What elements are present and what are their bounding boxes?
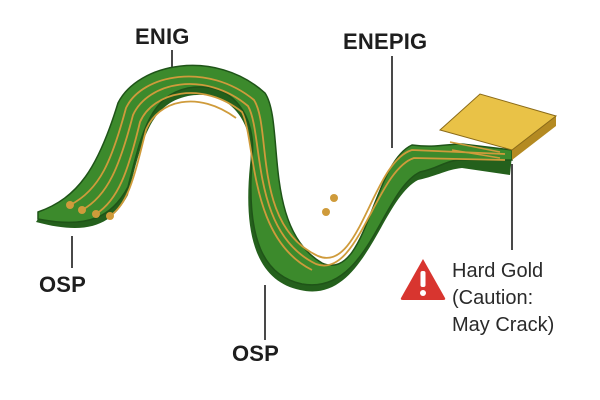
hard-gold-line-3: May Crack) (452, 314, 555, 336)
label-osp-bottom: OSP (232, 341, 280, 366)
flex-board (36, 64, 513, 292)
label-enig: ENIG (135, 24, 190, 49)
pad-1 (66, 201, 74, 209)
hard-gold-plate (438, 93, 558, 160)
warning-triangle-icon (400, 259, 446, 300)
trace-2 (81, 83, 506, 267)
pad-4 (106, 212, 114, 220)
hard-gold-side (512, 116, 556, 160)
pad-5 (322, 208, 330, 216)
trace-1 (69, 75, 506, 259)
pad-3 (92, 210, 100, 218)
board-face (37, 64, 513, 286)
gold-finger-trace-2 (451, 149, 501, 159)
gold-finger-trace-1 (449, 141, 501, 153)
trace-4 (109, 100, 237, 217)
pad-6 (330, 194, 338, 202)
hard-gold-line-1: Hard Gold (452, 260, 544, 282)
label-hard-gold: Hard Gold (Caution: May Crack) (452, 258, 554, 339)
pad-2 (78, 206, 86, 214)
trace-pads (66, 194, 338, 220)
hard-gold-line-2: (Caution: (452, 287, 534, 309)
label-enepig: ENEPIG (343, 29, 428, 54)
hard-gold-top (438, 93, 558, 151)
trace-3 (95, 92, 313, 271)
gold-traces (69, 75, 506, 271)
label-osp-left: OSP (39, 272, 87, 297)
